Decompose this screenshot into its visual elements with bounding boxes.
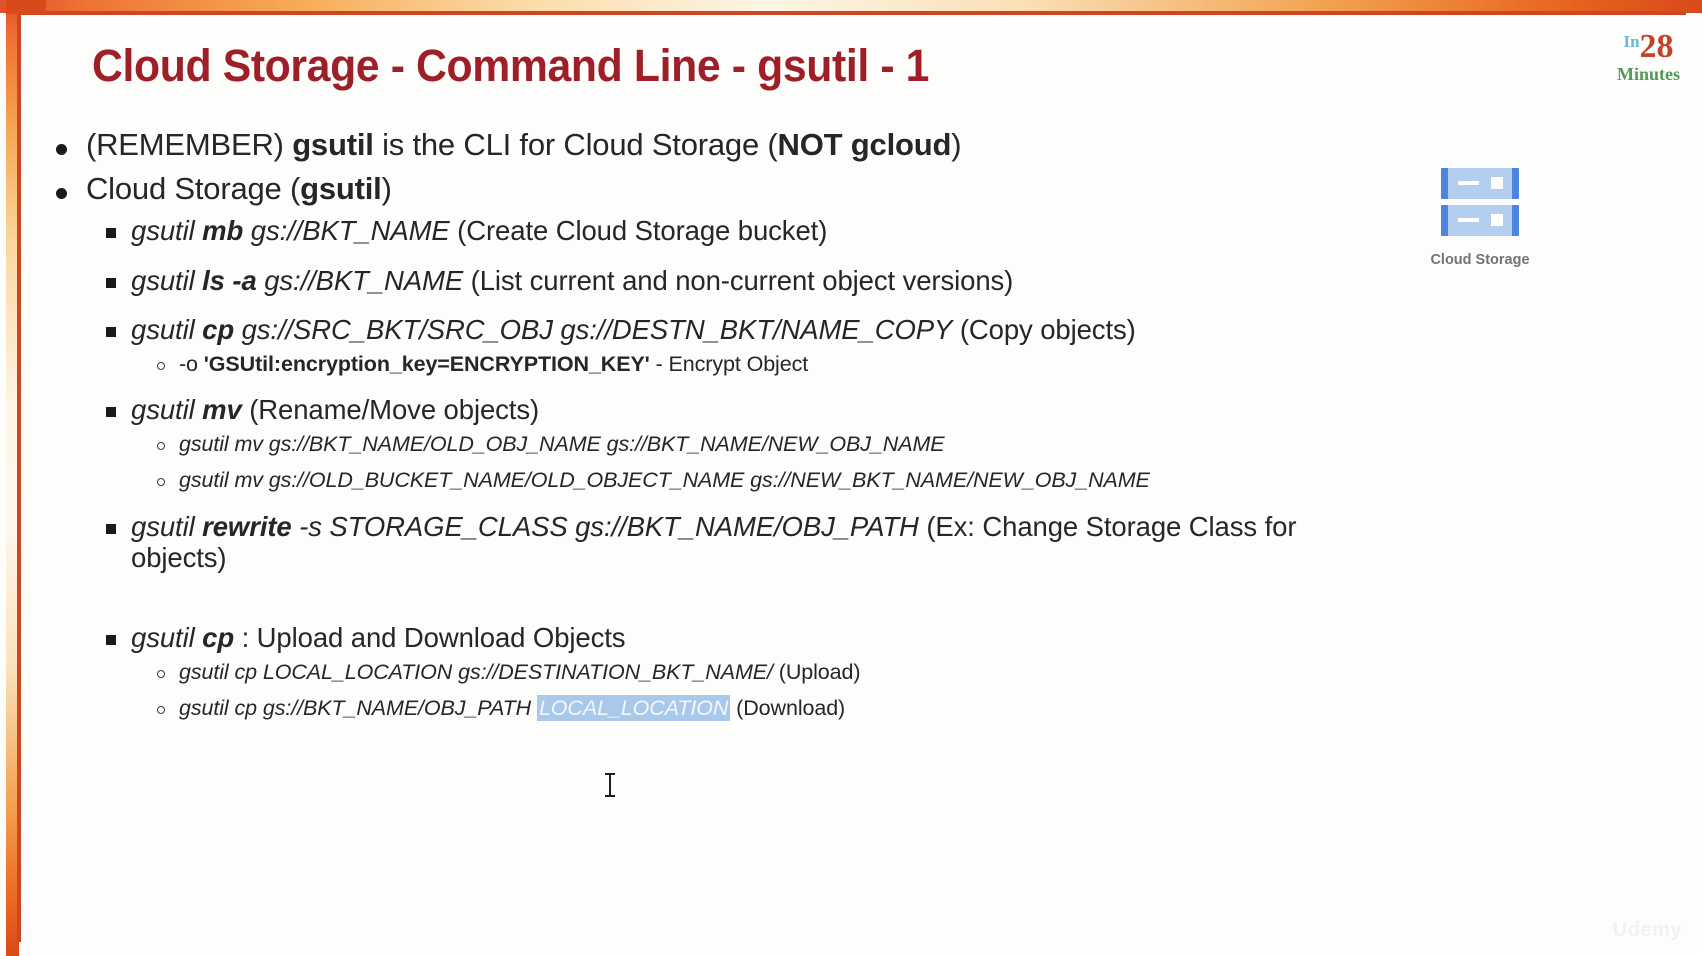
left-border-gradient — [6, 0, 19, 956]
bullet-ring-icon — [157, 361, 165, 370]
text-remember-prefix: (REMEMBER) — [86, 127, 293, 162]
text-not-gcloud-bold: NOT gcloud — [777, 127, 952, 162]
ibeam-top-cap — [605, 773, 615, 775]
mv-example-1-text: gsutil mv gs://BKT_NAME/OLD_OBJ_NAME gs:… — [179, 432, 945, 457]
bullet-ring-icon — [157, 670, 165, 679]
text-cli-middle: is the CLI for Cloud Storage ( — [373, 127, 778, 162]
cp-upload-text: gsutil cp LOCAL_LOCATION gs://DESTINATIO… — [179, 660, 773, 685]
rack-bar — [1458, 181, 1479, 185]
cmd-ls-sub: ls -a — [202, 264, 257, 296]
cmd-cp-gsutil: gsutil — [131, 313, 203, 345]
cmd-rewrite-args: -s STORAGE_CLASS gs://BKT_NAME/OBJ_PATH — [299, 510, 927, 542]
cmd-rewrite-sub: rewrite — [202, 510, 300, 542]
selected-text-local-location[interactable]: LOCAL_LOCATION — [536, 694, 731, 721]
cloud-storage-label: Cloud Storage — [1430, 252, 1530, 268]
cmd-mv-sub: mv — [202, 394, 242, 426]
rewrite-line: gsutil rewrite -s STORAGE_CLASS gs://BKT… — [131, 511, 1374, 604]
mv-example-1: gsutil mv gs://BKT_NAME/OLD_OBJ_NAME gs:… — [131, 432, 1374, 457]
text-gsutil-bold: gsutil — [292, 127, 374, 162]
opt-flag: -o — [179, 351, 204, 376]
slide-body: (REMEMBER) gsutil is the CLI for Cloud S… — [44, 127, 1374, 739]
cmd-cp-args: gs://SRC_BKT/SRC_OBJ gs://DESTN_BKT/NAME… — [234, 313, 953, 345]
cp-updown-example-list: gsutil cp LOCAL_LOCATION gs://DESTINATIO… — [131, 660, 1374, 721]
top-level-bullet-list: (REMEMBER) gsutil is the CLI for Cloud S… — [44, 127, 1374, 721]
cmd-rewrite-desc: (Ex: Change Storage Class for objects) — [131, 510, 1297, 573]
command-cp: gsutil cp gs://SRC_BKT/SRC_OBJ gs://DEST… — [86, 314, 1374, 377]
cloud-storage-rack-icon-top — [1441, 168, 1519, 199]
text-ibeam-cursor — [604, 771, 616, 799]
logo-28-text: 28 — [1639, 28, 1674, 65]
text-closeparen: ) — [951, 127, 962, 162]
bullet-remember-gsutil: (REMEMBER) gsutil is the CLI for Cloud S… — [44, 127, 1374, 163]
text-gsutil-bold: gsutil — [300, 170, 382, 206]
corner-accent — [6, 0, 46, 14]
bullet-square-icon — [106, 277, 116, 288]
cp-upload-suffix: (Upload) — [772, 660, 861, 685]
bullet-dot-icon — [56, 144, 67, 155]
opt-desc: - Encrypt Object — [649, 351, 809, 376]
cmd-ls-desc: (List current and non-current object ver… — [463, 264, 1014, 296]
bullet-square-icon — [106, 407, 116, 418]
cmd-ls-gsutil: gsutil — [131, 264, 203, 296]
top-border-line — [18, 11, 1686, 15]
gsutil-command-list: gsutil mb gs://BKT_NAME (Create Cloud St… — [86, 215, 1374, 721]
cloud-storage-badge: Cloud Storage — [1395, 168, 1565, 268]
cmd-mv-gsutil: gsutil — [131, 394, 203, 426]
command-mb: gsutil mb gs://BKT_NAME (Create Cloud St… — [86, 215, 1374, 246]
bullet-square-icon — [106, 523, 116, 534]
bullet-square-icon — [106, 635, 116, 646]
text-closeparen: ) — [381, 170, 392, 206]
mv-example-2-text: gsutil mv gs://OLD_BUCKET_NAME/OLD_OBJEC… — [179, 468, 1150, 493]
text-cloud-storage-prefix: Cloud Storage ( — [86, 170, 301, 206]
rack-square — [1491, 214, 1503, 226]
logo-top-row: In28 — [1617, 30, 1680, 64]
cmd-mb-args: gs://BKT_NAME — [243, 215, 450, 247]
in28minutes-logo: In28 Minutes — [1617, 30, 1680, 84]
command-rewrite: gsutil rewrite -s STORAGE_CLASS gs://BKT… — [86, 511, 1374, 604]
bullet-cloud-storage-gsutil: Cloud Storage (gsutil) gsutil mb gs://BK… — [44, 170, 1374, 721]
bullet-square-icon — [106, 326, 116, 337]
cmd-mb-desc: (Create Cloud Storage bucket) — [449, 215, 828, 247]
left-border-line — [17, 12, 21, 942]
command-mv: gsutil mv (Rename/Move objects) gsutil m… — [86, 394, 1374, 493]
rack-bar — [1458, 218, 1479, 222]
udemy-watermark: Udemy — [1612, 919, 1682, 941]
cmd-cpud-gsutil: gsutil — [131, 622, 203, 654]
ibeam-stem — [609, 774, 611, 796]
rack-square — [1491, 177, 1503, 189]
command-ls: gsutil ls -a gs://BKT_NAME (List current… — [86, 265, 1374, 296]
opt-value: 'GSUtil:encryption_key=ENCRYPTION_KEY' — [203, 351, 650, 376]
cmd-cpud-desc: : Upload and Download Objects — [234, 622, 626, 654]
bullet-ring-icon — [157, 478, 165, 487]
cp-download-example[interactable]: gsutil cp gs://BKT_NAME/OBJ_PATH LOCAL_L… — [131, 694, 1374, 721]
cp-upload-example: gsutil cp LOCAL_LOCATION gs://DESTINATIO… — [131, 660, 1374, 685]
mv-example-list: gsutil mv gs://BKT_NAME/OLD_OBJ_NAME gs:… — [131, 432, 1374, 492]
bullet-ring-icon — [157, 705, 165, 714]
bullet-dot-icon — [56, 187, 67, 199]
cmd-ls-args: gs://BKT_NAME — [256, 264, 464, 296]
top-border-gradient — [0, 0, 1702, 13]
cmd-mv-desc: (Rename/Move objects) — [241, 394, 540, 426]
cp-download-text: gsutil cp gs://BKT_NAME/OBJ_PATH — [179, 695, 537, 720]
cp-option-encryption-key: -o 'GSUtil:encryption_key=ENCRYPTION_KEY… — [131, 352, 1374, 377]
cloud-storage-rack-icon-bottom — [1441, 205, 1519, 236]
cmd-mb-sub: mb — [202, 215, 244, 247]
mv-example-2: gsutil mv gs://OLD_BUCKET_NAME/OLD_OBJEC… — [131, 468, 1374, 493]
cmd-rewrite-gsutil: gsutil — [131, 510, 203, 542]
logo-in-text: In — [1623, 32, 1640, 51]
command-cp-upload-download: gsutil cp : Upload and Download Objects … — [86, 622, 1374, 721]
bullet-ring-icon — [157, 442, 165, 451]
bullet-square-icon — [106, 228, 116, 239]
ibeam-bottom-cap — [605, 795, 615, 797]
cmd-cpud-sub: cp — [202, 622, 235, 654]
slide-title: Cloud Storage - Command Line - gsutil - … — [92, 40, 930, 91]
cmd-cp-desc: (Copy objects) — [952, 313, 1136, 345]
cmd-cp-sub: cp — [202, 313, 235, 345]
cp-option-list: -o 'GSUtil:encryption_key=ENCRYPTION_KEY… — [131, 352, 1374, 377]
cmd-mb-gsutil: gsutil — [131, 215, 203, 247]
logo-minutes-text: Minutes — [1617, 64, 1680, 84]
cp-download-suffix: (Download) — [730, 695, 846, 720]
